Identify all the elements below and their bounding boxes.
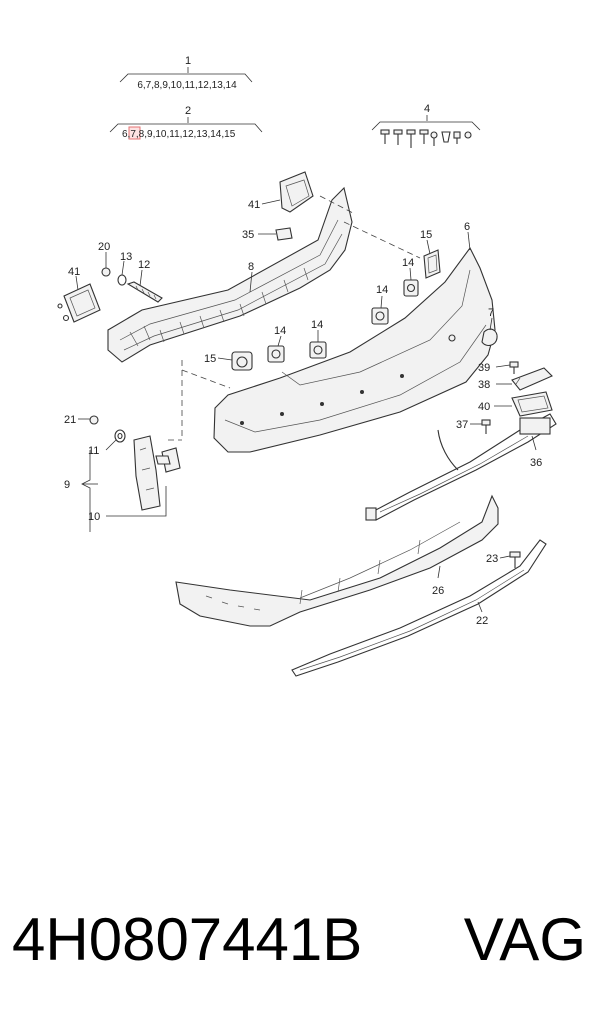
- part-10-bracket: [133, 435, 181, 511]
- group-1-items: 6,7,8,9,10,11,12,13,14: [137, 80, 237, 91]
- callout-10: 10: [88, 511, 100, 523]
- part-13-washer: 13: [117, 251, 132, 286]
- part-35-clip: 35: [242, 227, 293, 241]
- fastener-set-icon: [380, 129, 472, 148]
- callout-6: 6: [464, 221, 470, 233]
- brand-label: VAG: [463, 906, 586, 973]
- part-37-screw: 37: [456, 419, 491, 434]
- callout-22: 22: [476, 615, 488, 627]
- part-41-upper: 41: [248, 171, 314, 213]
- callout-26: 26: [432, 585, 444, 597]
- part-26-diffuser: 26: [175, 494, 499, 627]
- part-number-label: 4H0807441B: [12, 906, 363, 973]
- part-36-harness: 36: [365, 413, 557, 521]
- group-1-header: 1 6,7,8,9,10,11,12,13,14: [119, 55, 253, 91]
- group-4-number: 4: [424, 103, 430, 115]
- part-21-nut: 21: [64, 414, 99, 426]
- callout-15-a: 15: [420, 229, 432, 241]
- group-4-header: 4: [371, 103, 481, 148]
- callout-39: 39: [478, 362, 490, 374]
- part-7-cap: 7: [481, 307, 498, 347]
- part-38-bracket: 38: [478, 367, 553, 391]
- part-20-nut: 20: [98, 241, 111, 277]
- highlight-box: [128, 126, 141, 140]
- callout-23: 23: [486, 553, 498, 565]
- alignment-lines: [168, 195, 421, 441]
- group-2-items: 6,7,8,9,10,11,12,13,14,15: [122, 129, 236, 140]
- group-2-number: 2: [185, 105, 191, 117]
- part-22-trim-strip: 22: [291, 539, 547, 677]
- part-40-module: 40: [478, 391, 553, 417]
- part-39-screw: 39: [478, 361, 519, 374]
- part-41-lower: 41: [57, 266, 101, 323]
- callout-15-b: 15: [204, 353, 216, 365]
- callout-41-upper: 41: [248, 199, 260, 211]
- callout-37: 37: [456, 419, 468, 431]
- callout-41-lower: 41: [68, 266, 80, 278]
- group-2-items-pre: 6,: [122, 129, 130, 140]
- callout-8: 8: [248, 261, 254, 273]
- callout-14-d: 14: [311, 319, 323, 331]
- callout-36: 36: [530, 457, 542, 469]
- footer: 4H0807441B VAG: [0, 890, 600, 990]
- exploded-parts-diagram: 1 6,7,8,9,10,11,12,13,14 2 6,7,8,9,10,11…: [57, 55, 557, 677]
- callout-35: 35: [242, 229, 254, 241]
- callout-40: 40: [478, 401, 490, 413]
- callout-11: 11: [88, 445, 99, 457]
- part-15-sensor-a: 15: [420, 229, 441, 279]
- part-14-bracket-d: 14: [309, 319, 327, 359]
- callout-7: 7: [488, 307, 494, 319]
- callout-14-a: 14: [376, 284, 388, 296]
- callout-20: 20: [98, 241, 110, 253]
- part-23-screw: 23: [486, 551, 521, 568]
- group-2-header: 2 6,7,8,9,10,11,12,13,14,15: [109, 105, 263, 140]
- callout-14-c: 14: [274, 325, 286, 337]
- callout-9: 9: [64, 479, 70, 491]
- group-2-items-highlight: 7: [130, 129, 136, 140]
- group-1-number: 1: [185, 55, 191, 67]
- group-9-10-bracket: 9 10: [64, 450, 167, 532]
- group-2-items-post: ,8,9,10,11,12,13,14,15: [136, 129, 236, 140]
- part-15-sensor-b: 15: [204, 351, 253, 371]
- part-14-bracket-c: 14: [267, 325, 286, 363]
- part-12-bolt: 12: [126, 259, 163, 303]
- part-14-bracket-b: 14: [402, 257, 419, 297]
- part-6-bumper-cover: 6: [213, 221, 496, 453]
- part-14-bracket-a: 14: [371, 284, 389, 325]
- part-11-washer: 11: [88, 429, 126, 457]
- callout-38: 38: [478, 379, 490, 391]
- callout-14-b: 14: [402, 257, 414, 269]
- part-8-carrier: 8: [107, 186, 353, 363]
- callout-21: 21: [64, 414, 76, 426]
- callout-13: 13: [120, 251, 132, 263]
- callout-12: 12: [138, 259, 150, 271]
